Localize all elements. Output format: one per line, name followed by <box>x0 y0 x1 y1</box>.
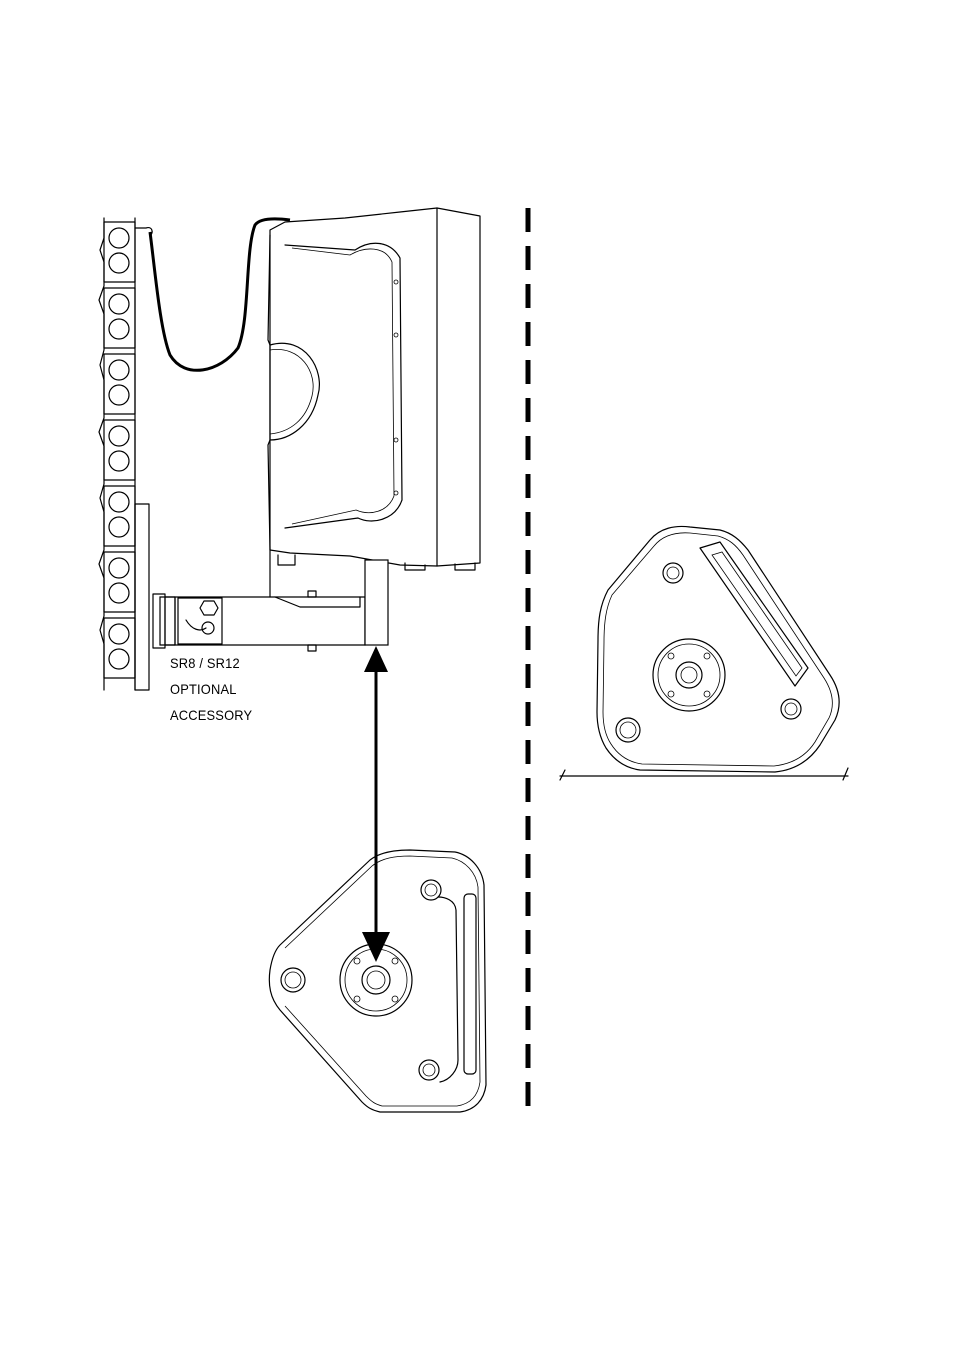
accessory-label-line1: SR8 / SR12 <box>170 655 240 671</box>
rotation-arrow <box>362 646 390 962</box>
accessory-label-line3: ACCESSORY <box>170 707 252 723</box>
speaker-side-view <box>268 208 480 570</box>
accessory-label-line2: OPTIONAL <box>170 681 237 697</box>
wall <box>99 218 152 690</box>
speaker-floor-view <box>560 526 848 780</box>
speaker-bottom-view <box>269 850 486 1112</box>
